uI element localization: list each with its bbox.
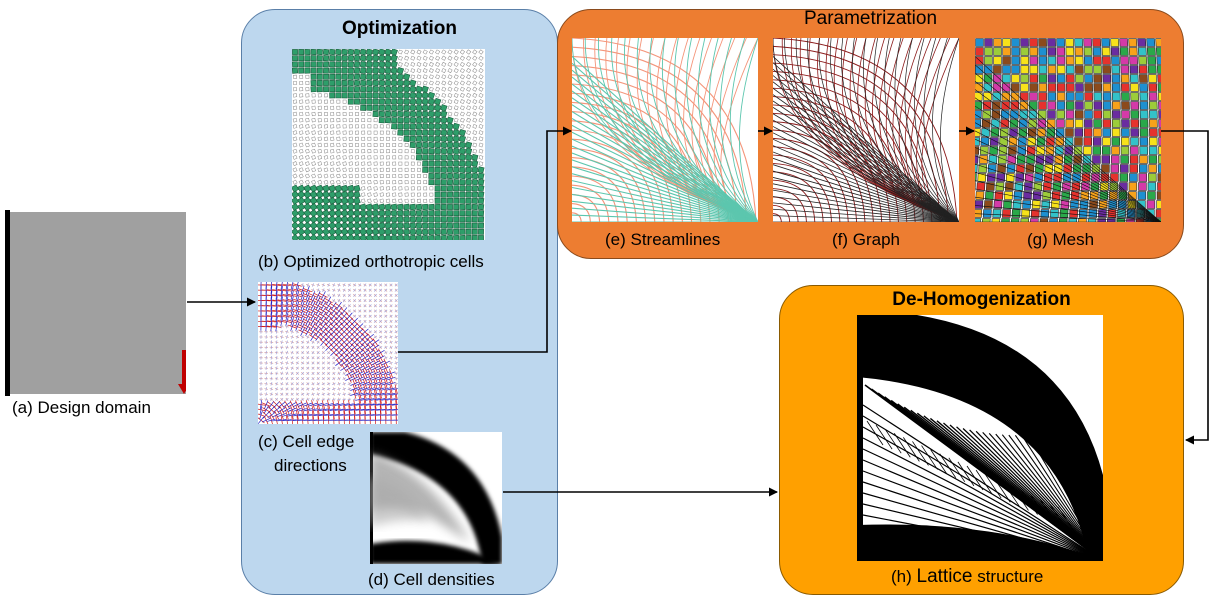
caption-d: (d) Cell densities (368, 570, 495, 589)
caption-a: (a) Design domain (12, 398, 151, 417)
parametrization-title: Parametrization (803, 8, 938, 29)
caption-f: (f) Graph (832, 230, 901, 249)
streamlines-image (572, 38, 758, 222)
caption-h-suffix: structure (972, 567, 1044, 586)
caption-e: (e) Streamlines (605, 230, 721, 249)
cell-densities-image (370, 432, 502, 564)
caption-b: (b) Optimized orthotropic cells (258, 252, 484, 271)
arrow-mesh-to-lattice (1161, 130, 1209, 445)
dehomogenization-title: De-Homogenization (892, 289, 1071, 310)
arrow-directions-to-streamlines (398, 126, 572, 353)
lattice-structure-image (857, 315, 1103, 561)
caption-h-prefix: (h) (891, 567, 917, 586)
caption-g: (g) Mesh (1027, 230, 1095, 249)
graph-image (773, 38, 959, 222)
design-domain (4, 210, 186, 396)
caption-c-line1: (c) Cell edge (258, 432, 355, 451)
mesh-image (975, 38, 1161, 222)
caption-h: (h) Lattice structure (891, 566, 1043, 588)
caption-c-line2: directions (274, 456, 347, 475)
optimized-cells-image (292, 49, 485, 240)
caption-h-bold: Lattice (916, 566, 973, 587)
optimization-title: Optimization (341, 18, 458, 39)
cell-edge-directions-image (258, 282, 398, 424)
